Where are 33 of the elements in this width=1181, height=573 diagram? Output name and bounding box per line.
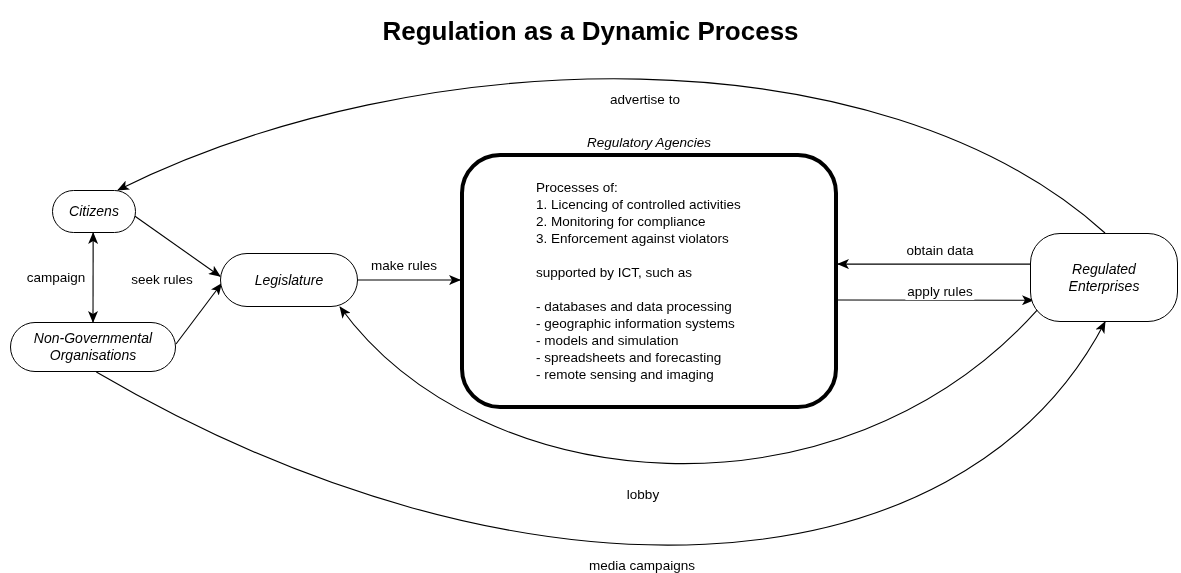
text-line: - spreadsheets and forecasting: [536, 349, 722, 366]
text-line: 3. Enforcement against violators: [536, 230, 729, 247]
text-line: - geographic information systems: [536, 315, 735, 332]
node-label: Regulated Enterprises: [1067, 260, 1141, 295]
arrow: [175, 283, 222, 345]
arrow: [95, 321, 1106, 545]
text-line: supported by ICT, such as: [536, 264, 693, 281]
edge-label: apply rules: [905, 284, 975, 300]
arrow: [837, 295, 1034, 306]
terminal-box: [220, 253, 358, 307]
arrow: [133, 215, 221, 277]
text-line: Processes of:: [536, 179, 618, 196]
arrow: [357, 275, 461, 285]
arrow: [837, 259, 1031, 270]
terminal-box: [10, 322, 176, 372]
node-label: Legislature: [254, 271, 324, 289]
arrow: [339, 306, 1038, 464]
arrow: [88, 232, 99, 323]
diagram-title: Regulation as a Dynamic Process: [381, 15, 800, 48]
text-line: - models and simulation: [536, 332, 679, 349]
terminal-box: [1030, 233, 1178, 322]
text-line: 2. Monitoring for compliance: [536, 213, 706, 230]
text-line: - remote sensing and imaging: [536, 366, 714, 383]
terminal-box: [52, 190, 136, 233]
text-line: 1. Licencing of controlled activities: [536, 196, 741, 213]
arrow: [117, 78, 1106, 234]
node-label: Citizens: [69, 203, 119, 220]
edge-label: lobby: [624, 487, 662, 503]
edge-label: campaign: [24, 270, 88, 286]
node-heading: Regulatory Agencies: [585, 134, 713, 152]
node-label: Non-Governmental Organisations: [32, 330, 154, 364]
edge-label: media campaigns: [587, 558, 697, 573]
text-line: - databases and data processing: [536, 298, 732, 315]
